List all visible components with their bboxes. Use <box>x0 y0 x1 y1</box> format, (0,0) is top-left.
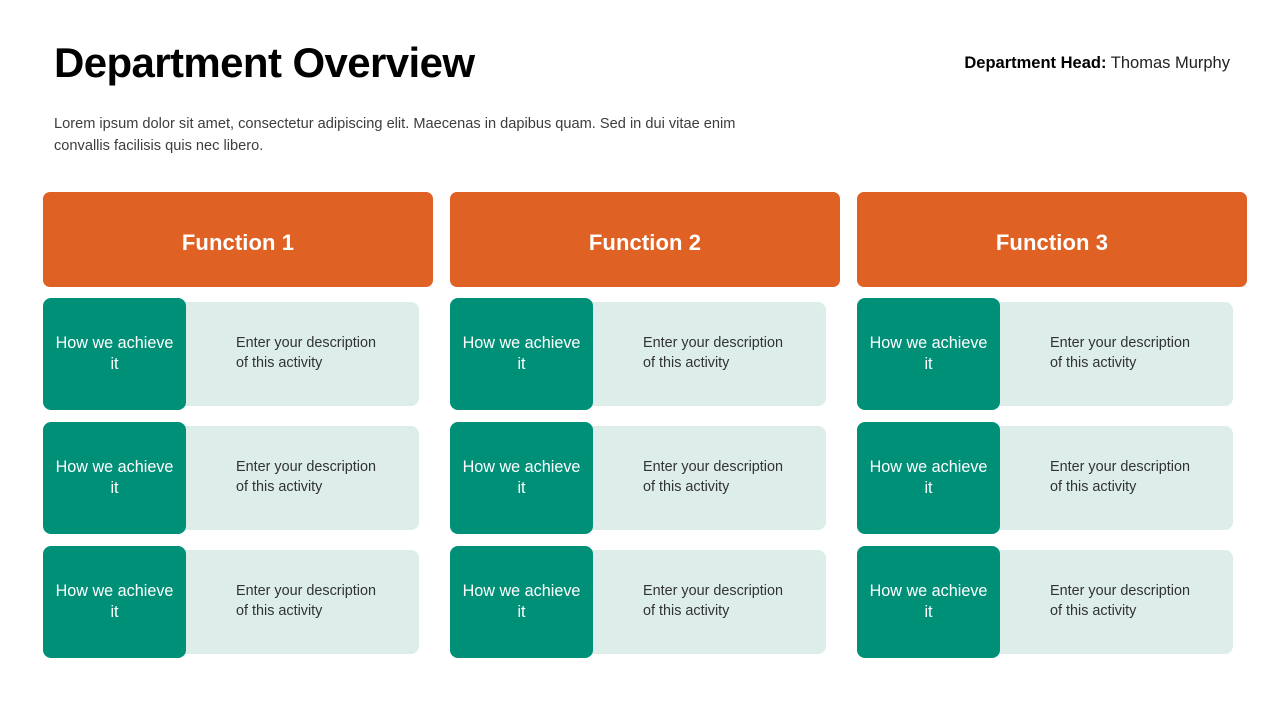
activity-rows-3: How we achieve it Enter your description… <box>857 298 1247 658</box>
activity-row[interactable]: How we achieve it Enter your description… <box>857 422 1247 534</box>
activity-badge[interactable]: How we achieve it <box>43 546 186 658</box>
activity-description[interactable]: Enter your description of this activity <box>1000 546 1247 658</box>
activity-description-label: Enter your description of this activity <box>236 459 376 495</box>
activity-badge-label: How we achieve it <box>55 582 174 621</box>
activity-description-label: Enter your description of this activity <box>643 583 783 619</box>
activity-badge[interactable]: How we achieve it <box>857 422 1000 534</box>
activity-description[interactable]: Enter your description of this activity <box>186 422 433 534</box>
activity-badge[interactable]: How we achieve it <box>450 546 593 658</box>
function-title-2: Function 2 <box>588 229 702 255</box>
activity-row[interactable]: How we achieve it Enter your description… <box>450 298 840 410</box>
activity-badge[interactable]: How we achieve it <box>450 298 593 410</box>
activity-row[interactable]: How we achieve it Enter your description… <box>857 546 1247 658</box>
activity-description[interactable]: Enter your description of this activity <box>1000 422 1247 534</box>
activity-badge[interactable]: How we achieve it <box>857 546 1000 658</box>
activity-badge[interactable]: How we achieve it <box>857 298 1000 410</box>
activity-description-label: Enter your description of this activity <box>236 335 376 371</box>
activity-description[interactable]: Enter your description of this activity <box>186 546 433 658</box>
function-column-2: Function 2 How we achieve it Enter your … <box>450 192 840 658</box>
activity-row[interactable]: How we achieve it Enter your description… <box>43 422 433 534</box>
activity-description[interactable]: Enter your description of this activity <box>186 298 433 410</box>
activity-badge-label: How we achieve it <box>869 458 988 497</box>
function-header-2[interactable]: Function 2 <box>450 192 840 287</box>
department-head-value: Thomas Murphy <box>1110 54 1230 72</box>
activity-description-label: Enter your description of this activity <box>236 583 376 619</box>
activity-description-label: Enter your description of this activity <box>643 335 783 371</box>
activity-badge[interactable]: How we achieve it <box>43 298 186 410</box>
activity-badge[interactable]: How we achieve it <box>450 422 593 534</box>
activity-badge-label: How we achieve it <box>869 582 988 621</box>
subtitle-text: Lorem ipsum dolor sit amet, consectetur … <box>54 116 736 155</box>
page-title: Department Overview <box>54 39 475 86</box>
activity-badge-label: How we achieve it <box>869 334 988 373</box>
activity-description-label: Enter your description of this activity <box>1050 583 1190 619</box>
activity-badge-label: How we achieve it <box>55 334 174 373</box>
activity-description-label: Enter your description of this activity <box>1050 459 1190 495</box>
activity-badge-label: How we achieve it <box>462 582 581 621</box>
activity-description[interactable]: Enter your description of this activity <box>593 422 840 534</box>
activity-description[interactable]: Enter your description of this activity <box>593 298 840 410</box>
department-head: Department Head: Thomas Murphy <box>964 54 1230 73</box>
activity-row[interactable]: How we achieve it Enter your description… <box>857 298 1247 410</box>
activity-description[interactable]: Enter your description of this activity <box>1000 298 1247 410</box>
activity-description[interactable]: Enter your description of this activity <box>593 546 840 658</box>
function-title-3: Function 3 <box>995 229 1109 255</box>
activity-rows-2: How we achieve it Enter your description… <box>450 298 840 658</box>
function-header-1[interactable]: Function 1 <box>43 192 433 287</box>
function-title-1: Function 1 <box>181 229 295 255</box>
activity-row[interactable]: How we achieve it Enter your description… <box>450 422 840 534</box>
activity-badge-label: How we achieve it <box>55 458 174 497</box>
function-column-3: Function 3 How we achieve it Enter your … <box>857 192 1247 658</box>
department-head-label: Department Head: <box>964 54 1107 72</box>
activity-badge-label: How we achieve it <box>462 334 581 373</box>
activity-badge-label: How we achieve it <box>462 458 581 497</box>
activity-badge[interactable]: How we achieve it <box>43 422 186 534</box>
function-column-1: Function 1 How we achieve it Enter your … <box>43 192 433 658</box>
activity-description-label: Enter your description of this activity <box>1050 335 1190 371</box>
activity-description-label: Enter your description of this activity <box>643 459 783 495</box>
activity-row[interactable]: How we achieve it Enter your description… <box>450 546 840 658</box>
activity-row[interactable]: How we achieve it Enter your description… <box>43 546 433 658</box>
function-columns: Function 1 How we achieve it Enter your … <box>43 192 1247 658</box>
activity-rows-1: How we achieve it Enter your description… <box>43 298 433 658</box>
function-header-3[interactable]: Function 3 <box>857 192 1247 287</box>
activity-row[interactable]: How we achieve it Enter your description… <box>43 298 433 410</box>
